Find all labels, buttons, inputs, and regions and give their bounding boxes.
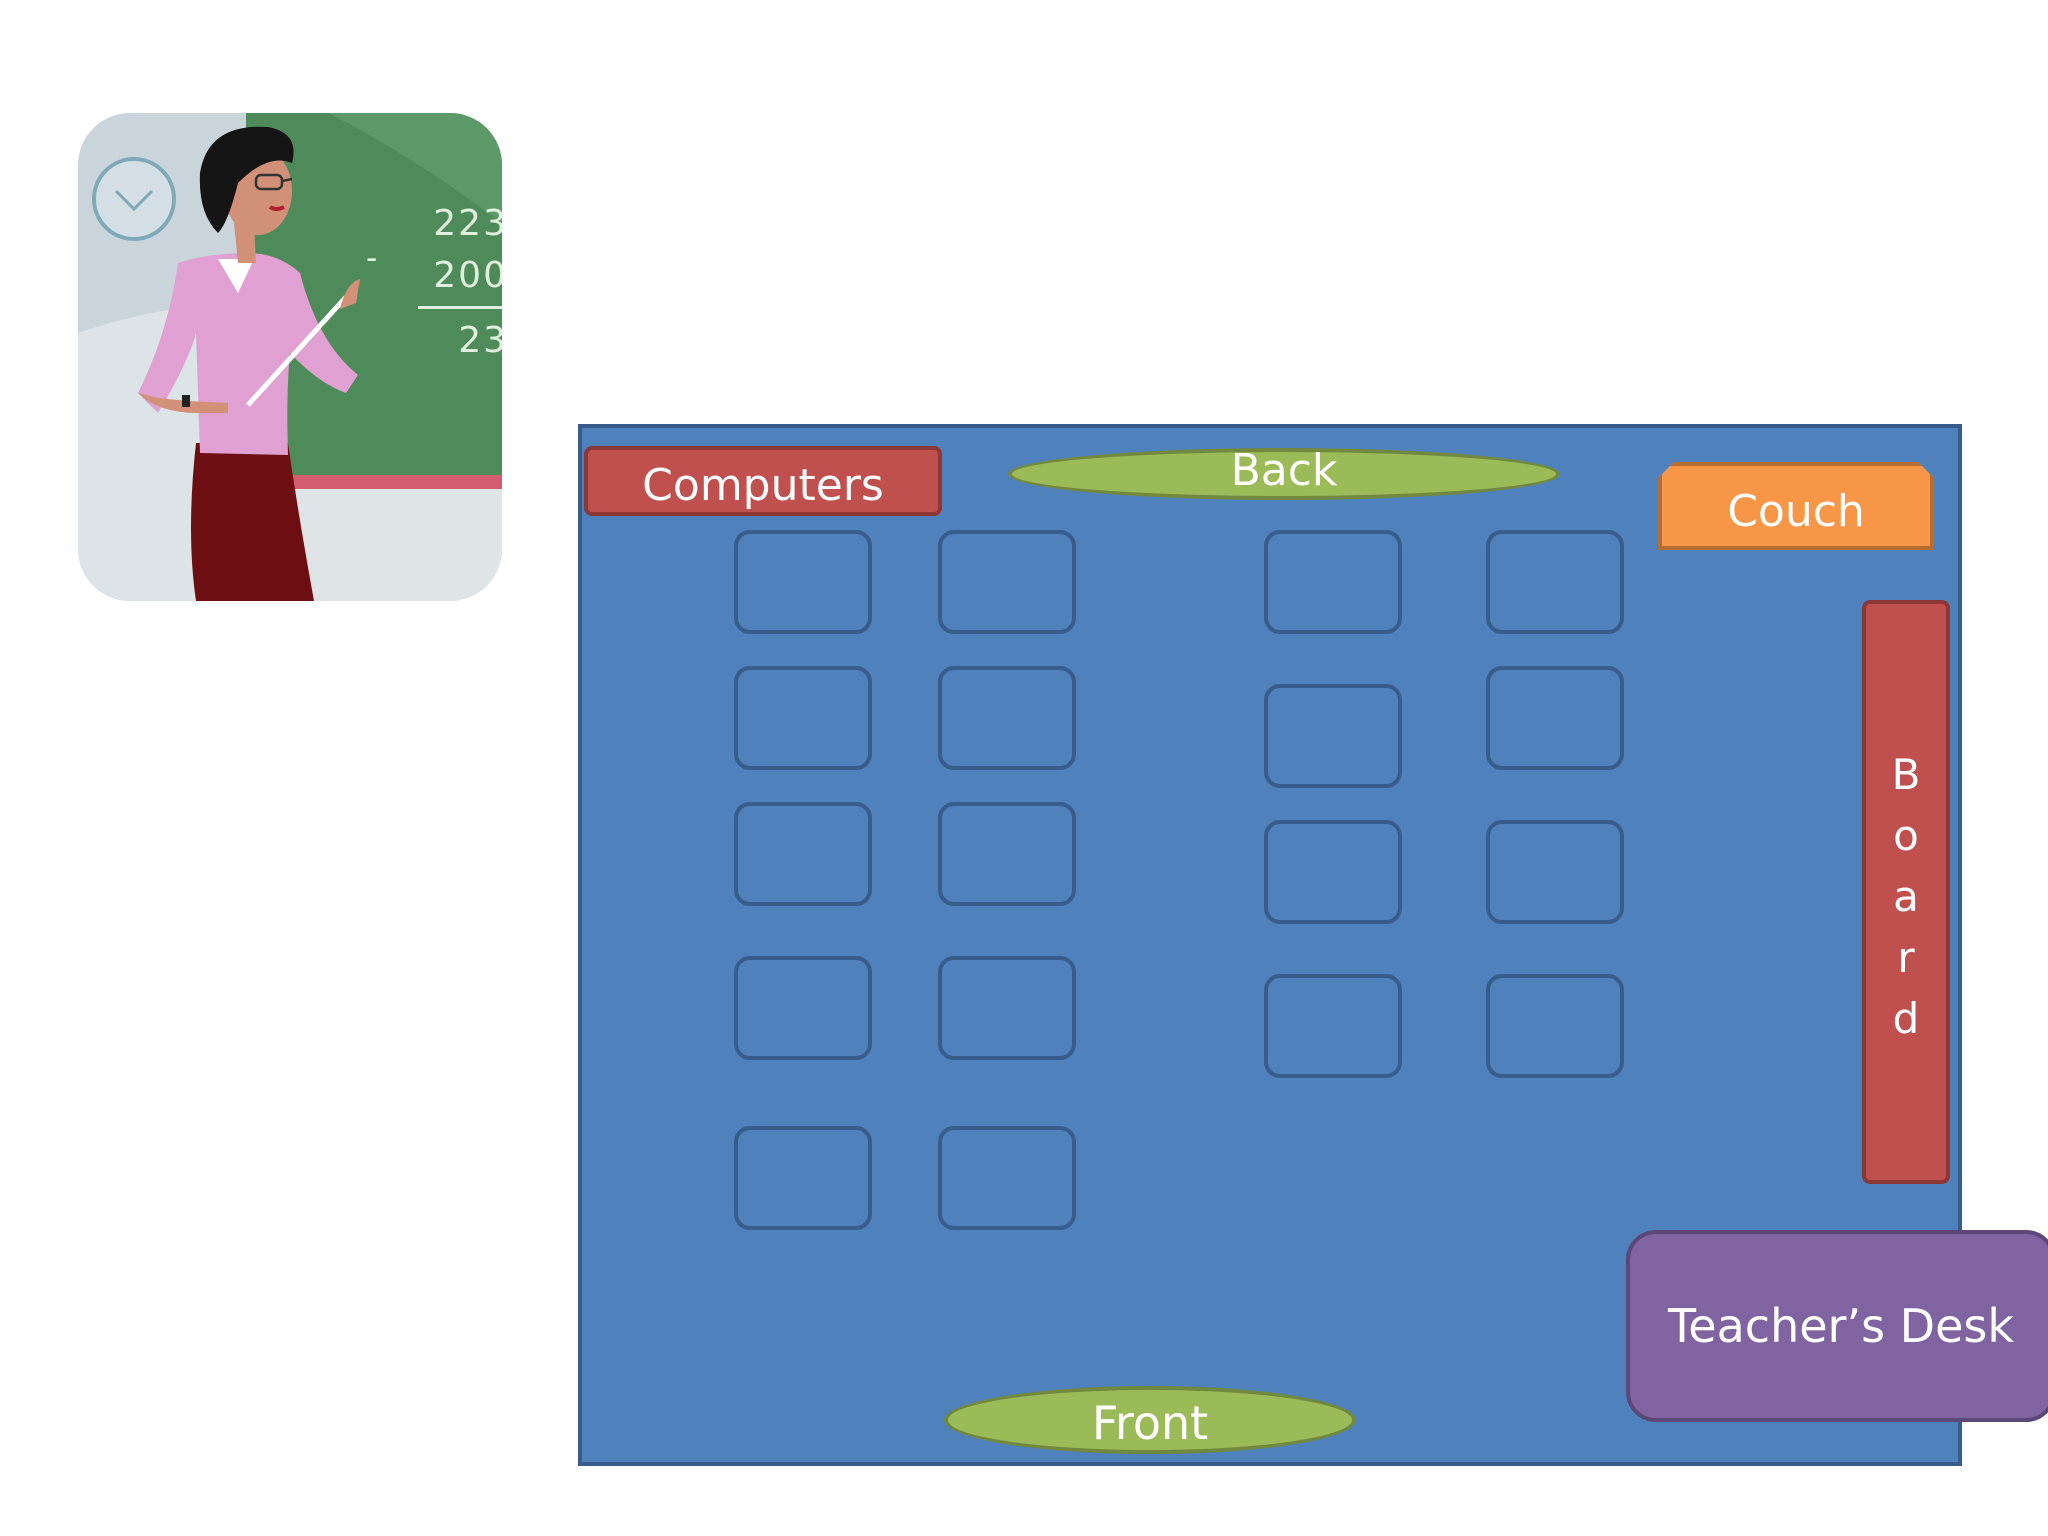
board-letter: o	[1893, 810, 1919, 860]
student-desk	[734, 666, 872, 770]
student-desk	[938, 1126, 1076, 1230]
student-desk	[734, 956, 872, 1060]
student-desk	[1486, 666, 1624, 770]
student-desk	[734, 1126, 872, 1230]
student-desk	[1264, 530, 1402, 634]
back-of-room-label: Back	[1008, 445, 1560, 500]
chalk-line-3: 23	[458, 320, 502, 361]
board-letter: d	[1892, 993, 1920, 1043]
chalk-minus-sign: -	[366, 239, 378, 277]
student-desk	[938, 802, 1076, 906]
student-desk	[1486, 820, 1624, 924]
teachers-desk: Teacher’s Desk	[1626, 1230, 2048, 1422]
student-desk	[938, 666, 1076, 770]
chalk-line-2: 200	[433, 255, 502, 296]
student-desk	[1264, 684, 1402, 788]
student-desk	[1486, 974, 1624, 1078]
board-letter: B	[1891, 749, 1921, 799]
couch-area: Couch	[1658, 462, 1934, 550]
board-letter: r	[1897, 932, 1915, 982]
student-desk	[1264, 820, 1402, 924]
chalk-line-1: 223	[433, 203, 502, 244]
student-desk	[938, 530, 1076, 634]
front-of-room-label: Front	[944, 1386, 1356, 1454]
teacher-clipart: - 223 200 23	[78, 113, 502, 601]
student-desk	[734, 530, 872, 634]
student-desk	[938, 956, 1076, 1060]
student-desk	[1486, 530, 1624, 634]
classroom-floor-plan: Computers Back Couch B o a r d Teacher’s…	[578, 424, 2048, 1466]
board-letter: a	[1893, 871, 1919, 921]
student-desk	[1264, 974, 1402, 1078]
board-area: B o a r d	[1862, 600, 1950, 1184]
computers-area: Computers	[584, 446, 942, 516]
student-desk	[734, 802, 872, 906]
teacher-illustration	[78, 113, 502, 601]
chalkboard-math: 223 200 23	[378, 198, 502, 367]
chalk-rule	[418, 306, 502, 309]
